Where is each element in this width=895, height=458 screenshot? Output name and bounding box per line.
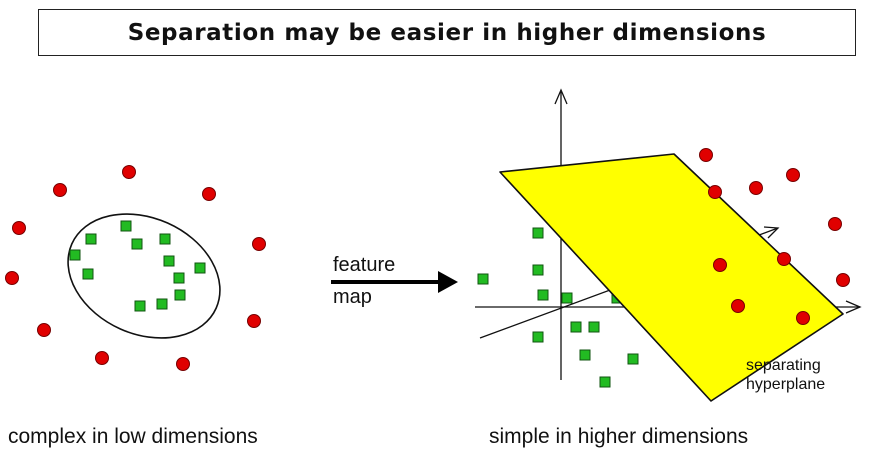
low-dim-panel (5, 165, 266, 371)
green-point (173, 272, 185, 284)
red-point (202, 187, 216, 201)
green-point (627, 353, 639, 365)
red-point (731, 299, 745, 313)
red-point (836, 273, 850, 287)
inner-points (69, 220, 206, 312)
title-box: Separation may be easier in higher dimen… (38, 9, 856, 56)
red-point (796, 311, 810, 325)
caption-high-dim: simple in higher dimensions (489, 425, 749, 448)
green-point (579, 349, 591, 361)
green-point (159, 233, 171, 245)
green-point (532, 227, 544, 239)
red-point (828, 217, 842, 231)
green-point (537, 289, 549, 301)
red-point (53, 183, 67, 197)
hyperplane-label-line1: separating (746, 357, 821, 374)
slide-title: Separation may be easier in higher dimen… (127, 19, 767, 46)
feature-map-arrow (331, 271, 458, 293)
red-point (699, 148, 713, 162)
red-point (713, 258, 727, 272)
depth-axis-arrowhead (763, 226, 780, 239)
red-point (176, 357, 190, 371)
green-point (588, 321, 600, 333)
green-point (561, 292, 573, 304)
feature-label-line2: map (333, 286, 372, 308)
green-point (477, 273, 489, 285)
outer-points (5, 165, 266, 371)
feature-label-line1: feature (333, 254, 396, 276)
green-point (174, 289, 186, 301)
green-point (532, 331, 544, 343)
green-point (156, 298, 168, 310)
green-point (82, 268, 94, 280)
caption-low-dim: complex in low dimensions (8, 425, 258, 448)
red-point (5, 271, 19, 285)
green-point (120, 220, 132, 232)
red-point (247, 314, 261, 328)
red-point (777, 252, 791, 266)
map-label: map (333, 286, 372, 309)
hyperplane-label-line2: hyperplane (746, 376, 826, 393)
vertical-axis-arrowhead (554, 88, 568, 105)
horizontal-axis-arrowhead (845, 300, 862, 314)
red-point (252, 237, 266, 251)
red-point (786, 168, 800, 182)
red-point (749, 181, 763, 195)
green-point (131, 238, 143, 250)
mapped-inner-points (477, 227, 639, 388)
red-point (122, 165, 136, 179)
green-point (532, 264, 544, 276)
high-dim-panel (475, 88, 862, 402)
green-point (134, 300, 146, 312)
green-point (570, 321, 582, 333)
red-point (95, 351, 109, 365)
green-point (85, 233, 97, 245)
red-point (708, 185, 722, 199)
green-point (194, 262, 206, 274)
green-point (599, 376, 611, 388)
boundary-ellipse (67, 213, 221, 339)
separating-hyperplane (499, 153, 844, 402)
red-point (12, 221, 26, 235)
mapped-outer-points (699, 148, 850, 325)
hyperplane-label: separating hyperplane (746, 356, 825, 394)
green-point (69, 249, 81, 261)
green-point (163, 255, 175, 267)
red-point (37, 323, 51, 337)
feature-map-label: feature (333, 254, 395, 277)
